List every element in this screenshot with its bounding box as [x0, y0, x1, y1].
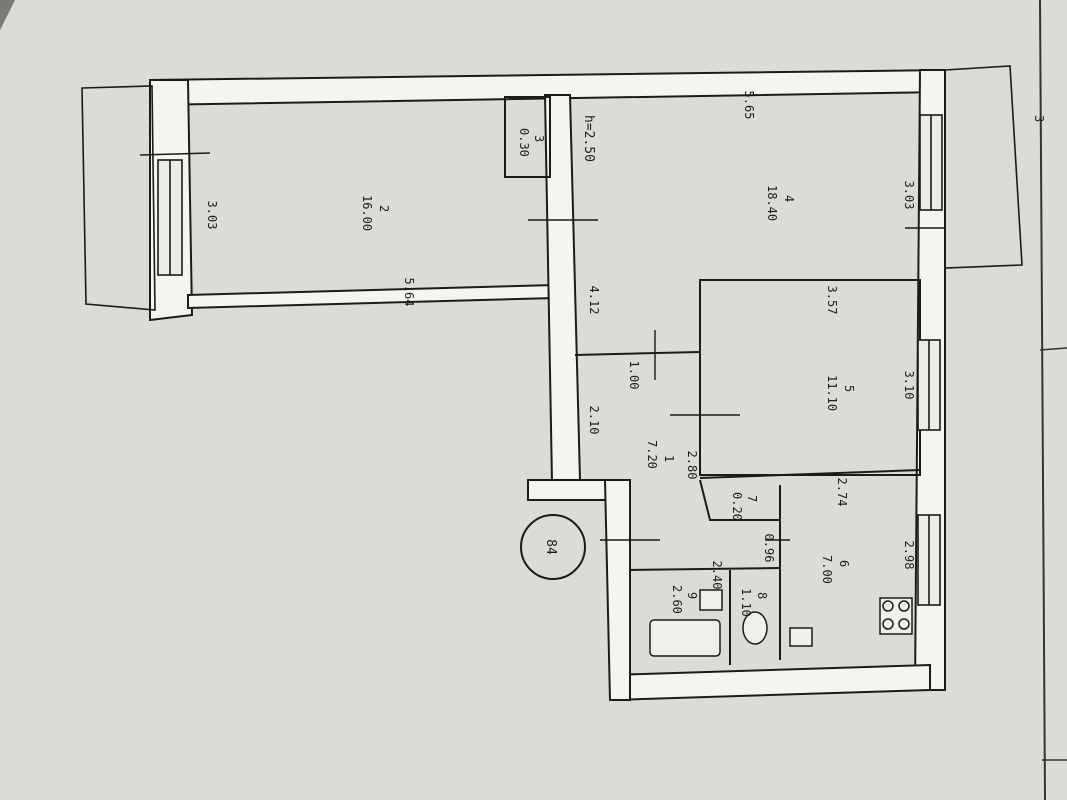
- room-6-id: 6: [837, 560, 851, 567]
- room-3-area: 0.30: [517, 128, 531, 157]
- dim-wc-width: 0.96: [762, 534, 776, 563]
- dim-hall-length: 2.80: [685, 451, 699, 480]
- dim-room2-length: 5.64: [402, 278, 416, 307]
- room-5-id: 5: [842, 385, 856, 392]
- dim-corridor-length: 4.12: [587, 286, 601, 315]
- bathroom-fixtures: [649, 589, 913, 657]
- room-4-area: 18.40: [765, 185, 779, 221]
- dim-room6-width: 2.98: [902, 541, 916, 570]
- sink: [699, 589, 723, 611]
- room-8-id: 8: [755, 592, 769, 599]
- dim-room6-length: 2.74: [835, 478, 849, 507]
- room-8-area: 1.10: [739, 588, 753, 617]
- room-5-area: 11.10: [825, 375, 839, 411]
- apartment-number: 84: [543, 539, 558, 555]
- room-9-id: 9: [685, 592, 699, 599]
- corner-mark: 3: [1032, 115, 1046, 122]
- dim-corridor-width: 2.10: [587, 406, 601, 435]
- dim-bath-length: 2.40: [710, 561, 724, 590]
- apartment-number-circle: [520, 514, 586, 580]
- dim-room5-width: 3.10: [902, 371, 916, 400]
- windows: [157, 114, 943, 606]
- loggia: [81, 85, 156, 311]
- dim-room4-length: 5.65: [742, 91, 756, 120]
- dim-hall-width: 1.00: [627, 361, 641, 390]
- bathtub: [649, 619, 721, 657]
- sheet-border-line: [1039, 0, 1046, 800]
- toilet: [742, 611, 768, 645]
- room-4-id: 4: [782, 195, 796, 202]
- room-1-id: 1: [662, 455, 676, 462]
- dim-room4-width: 3.03: [902, 181, 916, 210]
- door-marks: [139, 152, 945, 541]
- dim-room2-width: 3.03: [205, 201, 219, 230]
- ceiling-height: h=2.50: [581, 115, 596, 162]
- room-2-area: 16.00: [360, 195, 374, 231]
- room-7-area: 0.20: [730, 492, 744, 521]
- dim-room5-length: 3.57: [825, 286, 839, 315]
- room-2-id: 2: [377, 205, 391, 212]
- room-7-id: 7: [745, 495, 759, 502]
- room-1-area: 7.20: [645, 440, 659, 469]
- kitchen-sink: [789, 627, 813, 647]
- room-3-id: 3: [532, 135, 546, 142]
- room-6-area: 7.00: [820, 555, 834, 584]
- room-9-area: 2.60: [670, 585, 684, 614]
